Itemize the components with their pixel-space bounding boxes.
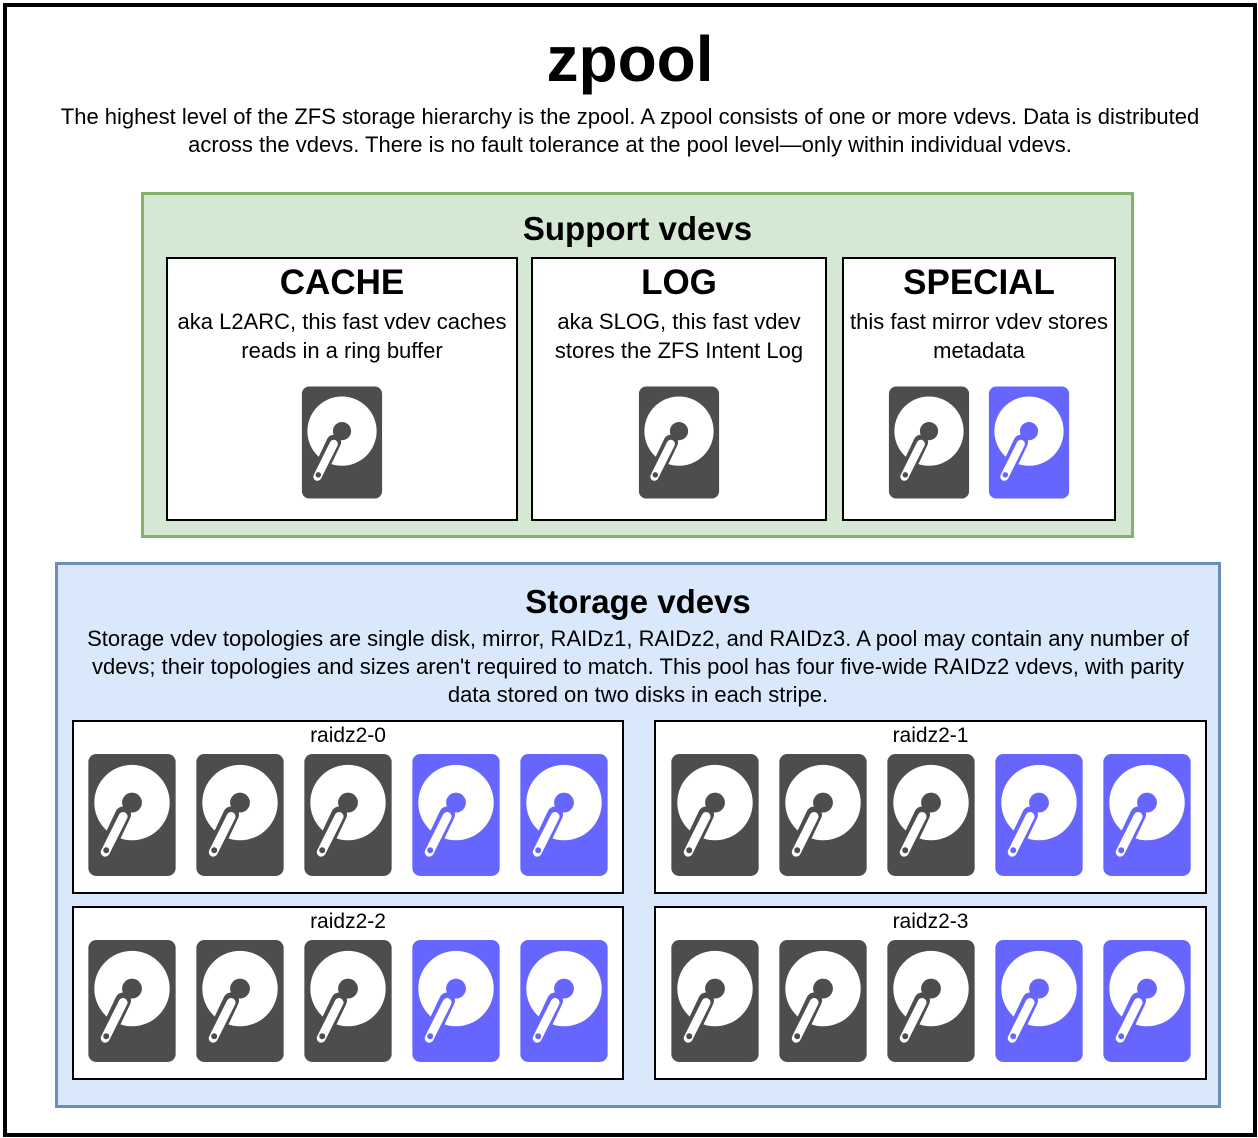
parity-disk-icon (1103, 753, 1191, 877)
cache-vdev-description: aka L2ARC, this fast vdev caches reads i… (177, 309, 507, 363)
parity-disk-icon (988, 386, 1070, 499)
parity-disk-icon (520, 939, 608, 1063)
raidz2-1-disk-row (656, 753, 1205, 878)
data-disk-icon (779, 939, 867, 1063)
data-disk-icon (196, 939, 284, 1063)
parity-disk-icon (995, 939, 1083, 1063)
raidz2-0-vdev: raidz2-0 (72, 720, 624, 894)
special-vdev-description: this fast mirror vdev stores metadata (850, 309, 1108, 363)
parity-disk-icon (1103, 939, 1191, 1063)
cache-vdev-card: CACHE aka L2ARC, this fast vdev caches r… (166, 257, 518, 521)
raidz2-0-disk-row (74, 753, 622, 878)
raidz2-3-disk-row (656, 939, 1205, 1064)
raidz2-2-vdev: raidz2-2 (72, 906, 624, 1080)
log-disk-row (533, 380, 825, 507)
page-title: zpool (546, 23, 714, 95)
data-disk-icon (887, 753, 975, 877)
raidz2-0-label: raidz2-0 (310, 724, 386, 747)
raidz2-2-label: raidz2-2 (310, 910, 386, 933)
raidz2-3-vdev: raidz2-3 (654, 906, 1207, 1080)
data-disk-icon (671, 939, 759, 1063)
storage-vdevs-container: Storage vdevs Storage vdev topologies ar… (55, 562, 1221, 1108)
data-disk-icon (304, 753, 392, 877)
data-disk-icon (304, 939, 392, 1063)
data-disk-icon (671, 753, 759, 877)
support-vdevs-title: Support vdevs (522, 210, 753, 247)
special-vdev-title: SPECIAL (903, 263, 1055, 302)
support-vdevs-container: Support vdevs CACHE aka L2ARC, this fast… (141, 192, 1134, 538)
log-vdev-description: aka SLOG, this fast vdev stores the ZFS … (554, 309, 804, 363)
raidz2-3-label: raidz2-3 (892, 910, 969, 933)
log-vdev-card: LOG aka SLOG, this fast vdev stores the … (531, 257, 827, 521)
data-disk-icon (887, 939, 975, 1063)
data-disk-icon (88, 939, 176, 1063)
zpool-frame: zpool The highest level of the ZFS stora… (3, 3, 1257, 1137)
zpool-description: The highest level of the ZFS storage hie… (60, 104, 1200, 157)
parity-disk-icon (412, 939, 500, 1063)
data-disk-icon (196, 753, 284, 877)
data-disk-icon (301, 386, 383, 499)
storage-vdevs-title: Storage vdevs (525, 583, 751, 620)
data-disk-icon (888, 386, 970, 499)
parity-disk-icon (412, 753, 500, 877)
raidz2-2-disk-row (74, 939, 622, 1064)
raidz2-1-label: raidz2-1 (892, 724, 969, 747)
special-disk-row (844, 380, 1114, 507)
cache-vdev-title: CACHE (279, 263, 405, 302)
special-vdev-card: SPECIAL this fast mirror vdev stores met… (842, 257, 1116, 521)
parity-disk-icon (995, 753, 1083, 877)
data-disk-icon (638, 386, 720, 499)
storage-vdevs-description: Storage vdev topologies are single disk,… (87, 626, 1189, 707)
data-disk-icon (88, 753, 176, 877)
data-disk-icon (779, 753, 867, 877)
log-vdev-title: LOG (641, 263, 717, 302)
raidz2-1-vdev: raidz2-1 (654, 720, 1207, 894)
parity-disk-icon (520, 753, 608, 877)
cache-disk-row (168, 380, 516, 507)
